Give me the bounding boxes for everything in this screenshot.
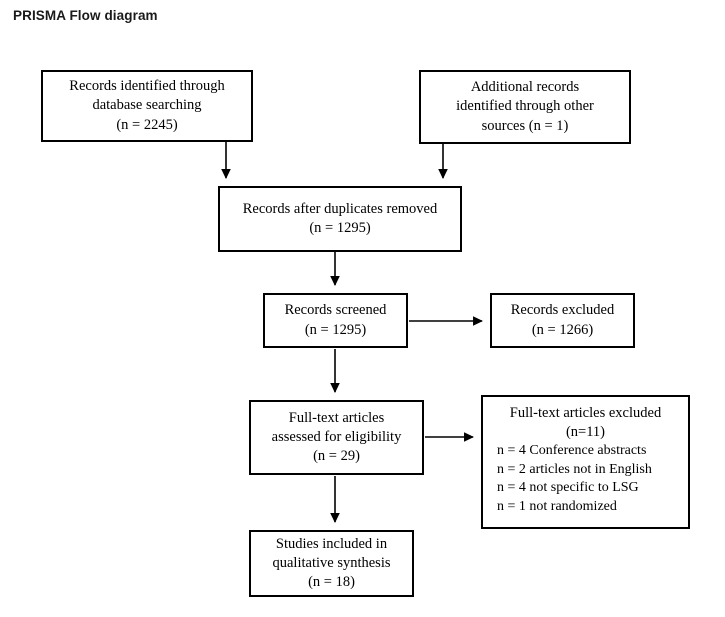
box-line: database searching	[92, 97, 202, 114]
box-line: Records screened	[284, 302, 387, 319]
box-line: Additional records	[470, 79, 580, 96]
box-count: (n=11)	[565, 424, 606, 441]
exclusion-reason: n = 4 not specific to LSG	[497, 480, 639, 496]
exclusion-reason: n = 2 articles not in English	[497, 461, 652, 477]
box-records-after-duplicates-removed: Records after duplicates removed (n = 12…	[218, 186, 462, 252]
page-title: PRISMA Flow diagram	[13, 8, 158, 23]
box-line: assessed for eligibility	[271, 428, 402, 445]
box-count: (n = 18)	[308, 574, 355, 591]
box-studies-included-qualitative-synthesis: Studies included in qualitative synthesi…	[249, 530, 414, 597]
box-line: Records excluded	[510, 302, 615, 319]
box-line: qualitative synthesis	[272, 554, 391, 571]
box-count: (n = 2245)	[116, 116, 178, 133]
box-line: identified through other	[456, 98, 594, 115]
box-count: (n = 1266)	[531, 321, 594, 338]
box-line: Studies included in	[275, 535, 388, 552]
box-line: Full-text articles	[288, 409, 385, 426]
exclusion-reason: n = 4 Conference abstracts	[497, 443, 647, 459]
box-count: (n = 1295)	[309, 220, 371, 236]
box-count: (n = 29)	[313, 448, 360, 465]
box-line: Records after duplicates removed	[242, 200, 438, 217]
box-records-screened: Records screened (n = 1295)	[263, 293, 408, 348]
exclusion-reason: n = 1 not randomized	[497, 498, 617, 514]
box-count: sources (n = 1)	[481, 117, 569, 134]
box-full-text-articles-assessed: Full-text articles assessed for eligibil…	[249, 400, 424, 475]
box-full-text-articles-excluded: Full-text articles excluded (n=11) n = 4…	[481, 395, 690, 529]
box-additional-records-other-sources: Additional records identified through ot…	[419, 70, 631, 144]
box-count: (n = 1295)	[304, 321, 367, 338]
box-line: Records identified through	[69, 78, 225, 95]
box-records-excluded: Records excluded (n = 1266)	[490, 293, 635, 348]
box-line: Full-text articles excluded	[509, 405, 662, 421]
box-records-identified-database-searching: Records identified through database sear…	[41, 70, 253, 142]
